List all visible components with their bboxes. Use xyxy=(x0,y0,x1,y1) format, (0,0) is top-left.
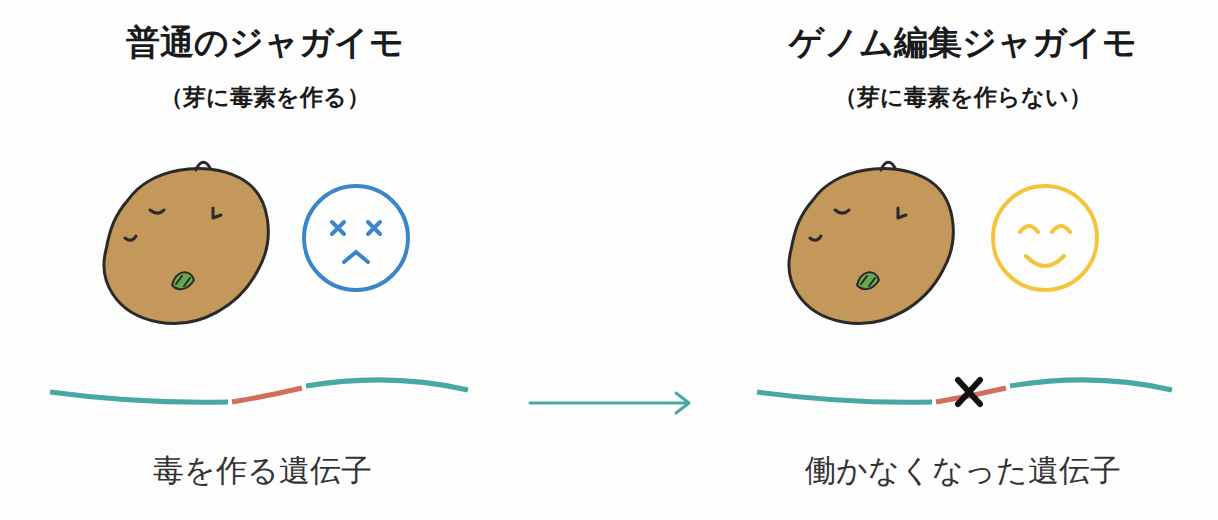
heading: 普通のジャガイモ xyxy=(126,22,404,63)
arrow xyxy=(530,393,689,413)
potato-right xyxy=(789,162,953,323)
subheading: （芽に毒素を作らない） xyxy=(834,84,1092,112)
heading: ゲノム編集ジャガイモ xyxy=(789,22,1137,63)
potato-left xyxy=(104,162,268,323)
gene-label: 毒を作る遺伝子 xyxy=(153,452,372,489)
sad-face xyxy=(304,186,408,290)
cross-mark xyxy=(958,380,980,404)
gene-label: 働かなくなった遺伝子 xyxy=(805,452,1121,489)
subheading: （芽に毒素を作る） xyxy=(160,84,370,112)
gene-left xyxy=(50,380,468,402)
happy-face xyxy=(993,186,1097,290)
